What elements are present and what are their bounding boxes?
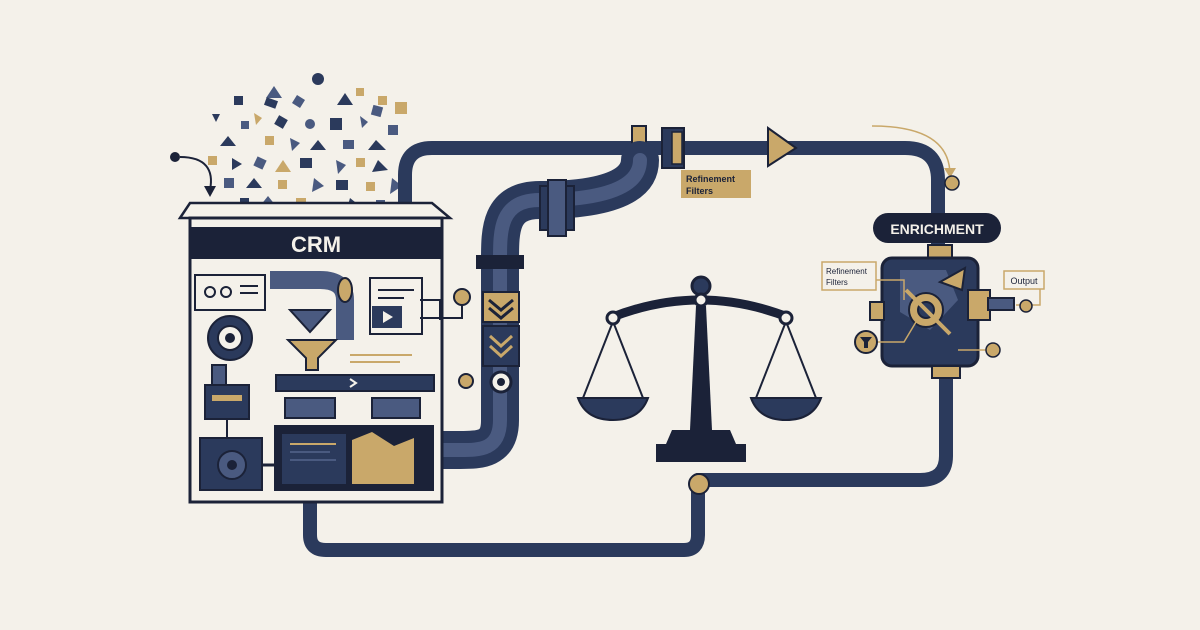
filters-label-top-line1: Refinement [686,174,735,184]
chevron-filter-icon [482,291,520,394]
balance-scale-icon [576,275,823,462]
crm-machine [177,201,474,504]
funnel-icon [285,339,339,371]
filters-label-top-line2: Filters [686,186,713,196]
bottom-pipe [303,368,953,557]
filters-label-side-line2: Filters [826,278,848,287]
main-pipe [411,141,659,469]
filters-label-side: Refinement Filters [821,261,877,291]
enrichment-badge: ENRICHMENT [873,213,1001,243]
main-pipe-coupling [476,179,575,269]
data-fragments-icon [208,73,407,214]
crm-title: CRM [291,232,341,257]
filters-label-side-line1: Refinement [826,267,868,276]
enrichment-label: ENRICHMENT [890,221,984,237]
gear-icon [207,315,253,361]
funnel-icon [854,330,878,354]
flow-arrow-icon [767,126,798,168]
output-label-box: Output [1003,270,1045,290]
enrichment-signal [871,125,960,191]
filters-label-top: Refinement Filters [681,170,751,198]
output-label: Output [1010,276,1038,286]
play-icon [383,311,393,323]
valve-junction-icon [688,473,710,495]
enrichment-module [869,244,1015,379]
input-arrow-icon [170,152,216,197]
